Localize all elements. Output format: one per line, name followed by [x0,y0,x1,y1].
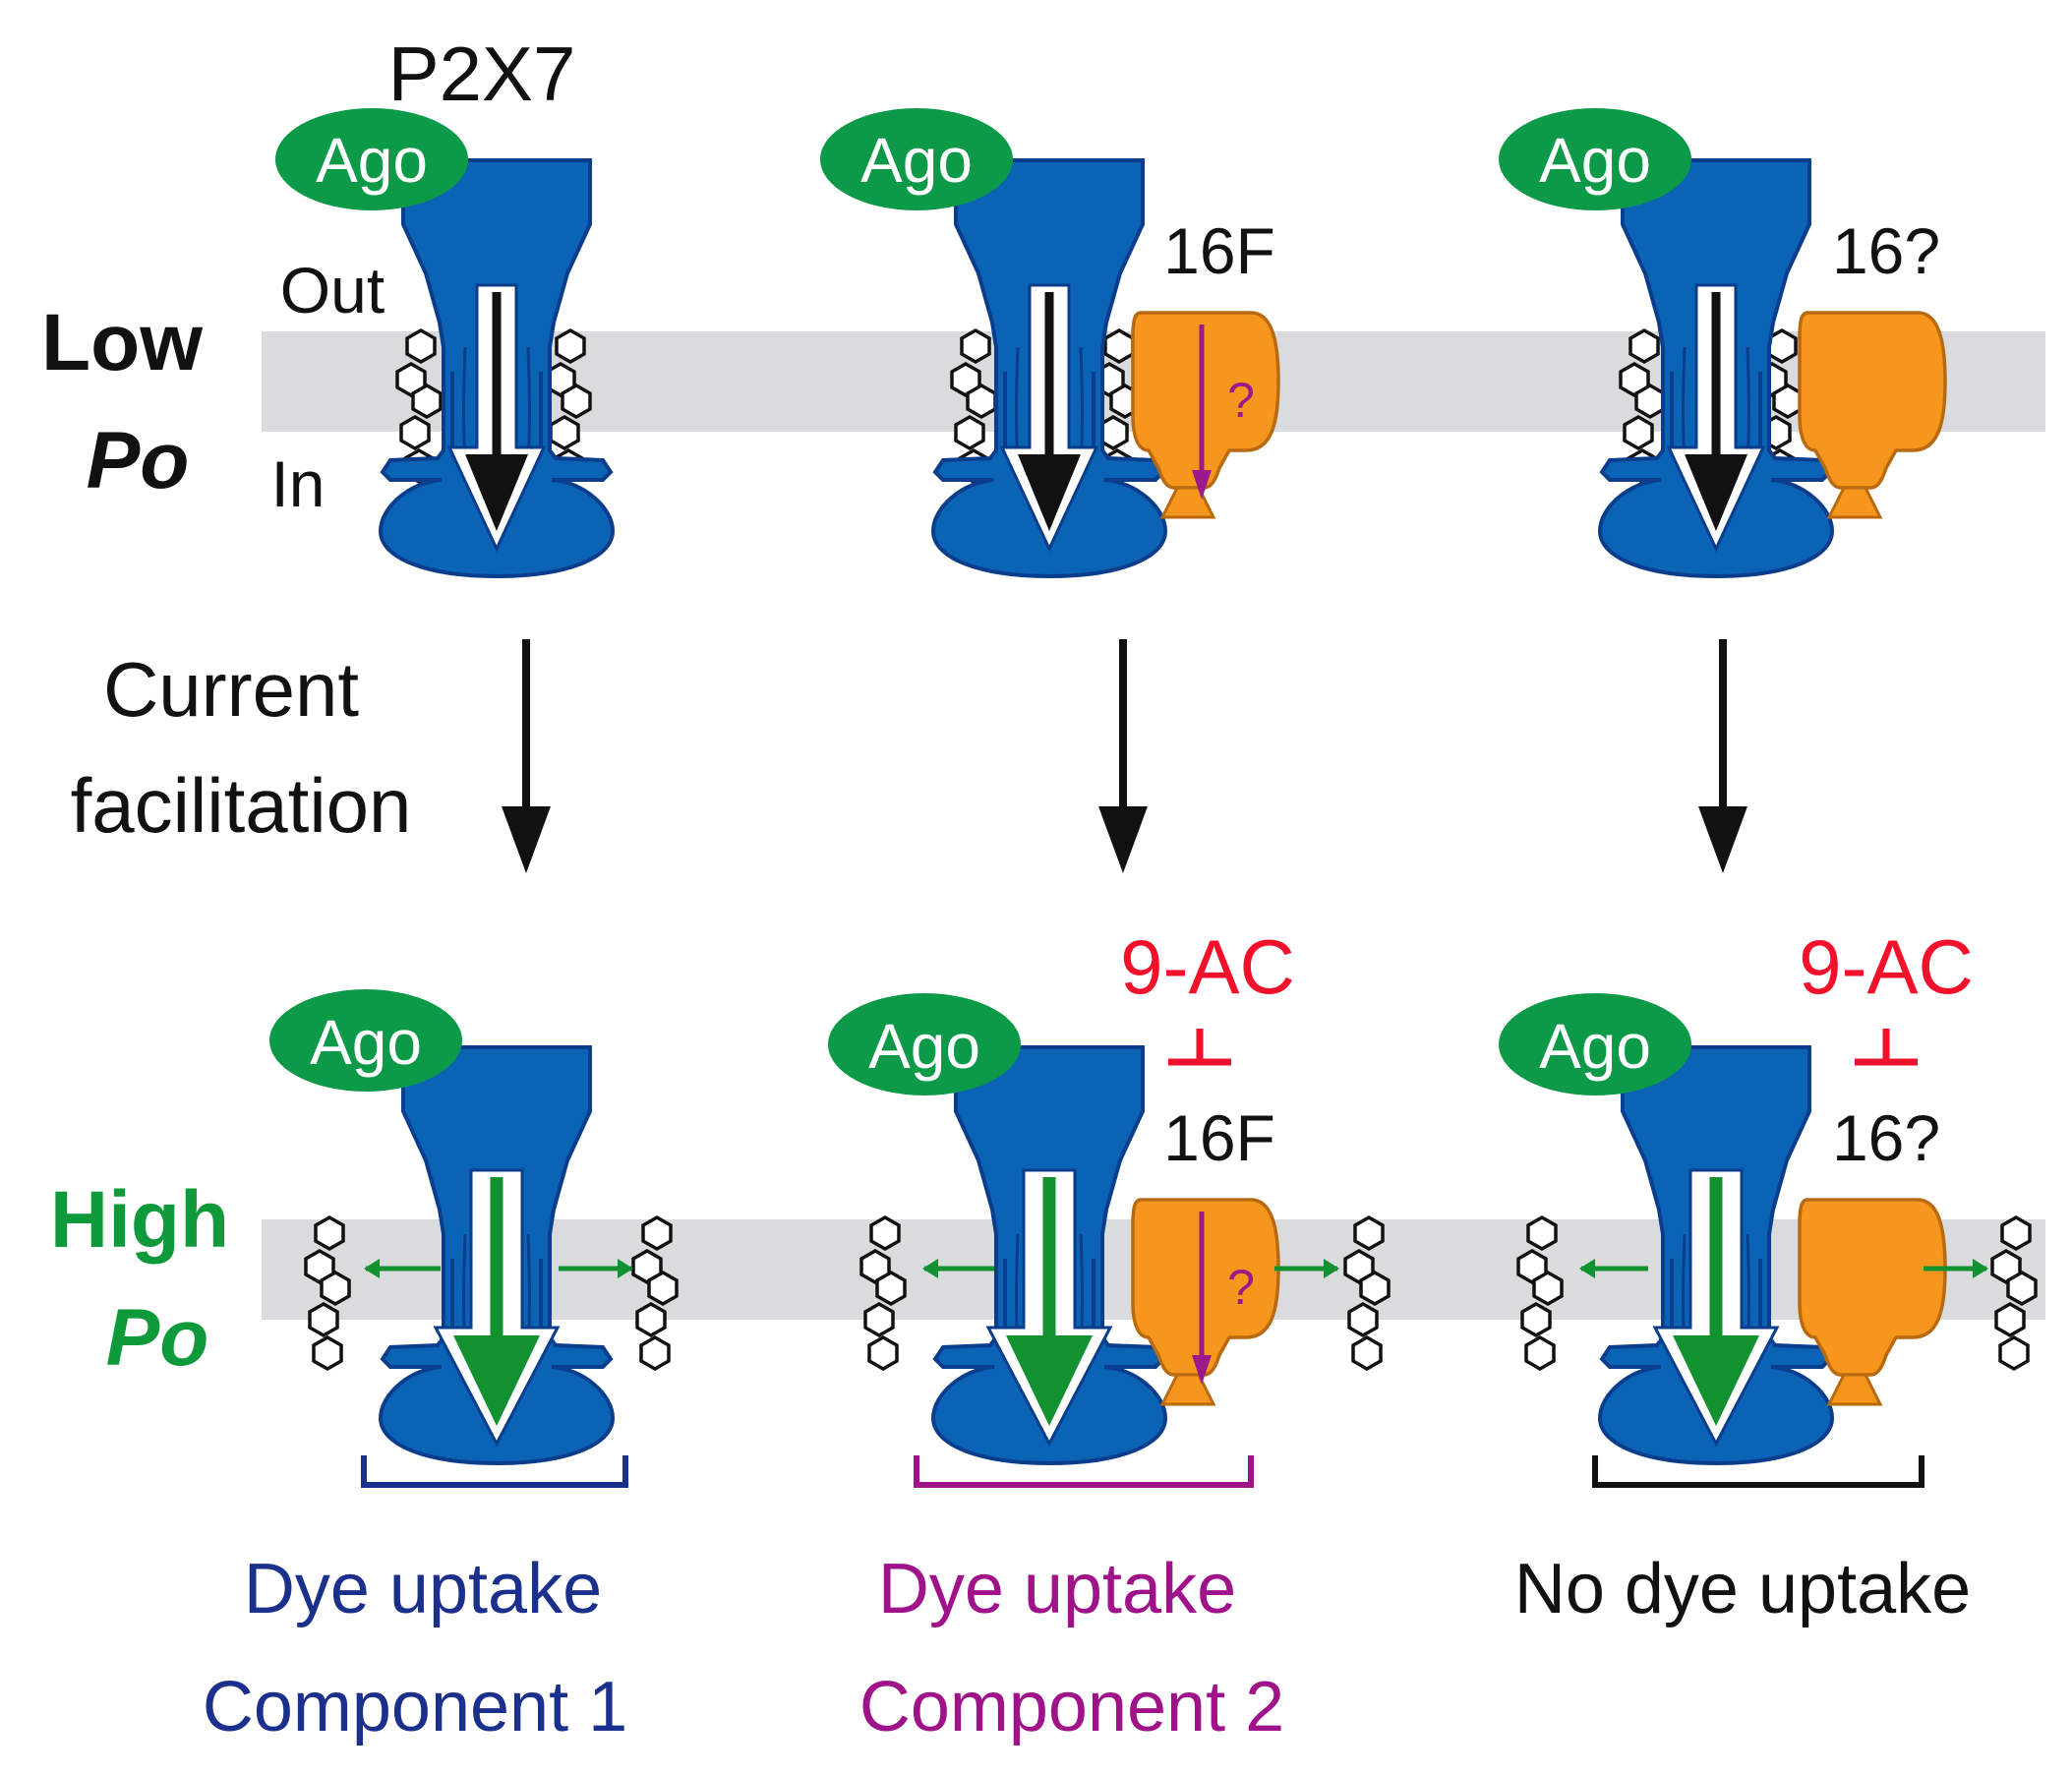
ago-label-1: Ago [316,125,428,196]
partner-label-16q-low: 16? [1832,214,1940,287]
unknown-path-mark-low: ? [1227,373,1255,428]
bracket-col2 [914,1455,1254,1488]
channel-col2-high [828,993,1391,1465]
inhibitor-label-col3: 9-AC [1799,923,1974,1010]
transition-label-line1: Current [103,646,359,733]
row-low-po [275,108,1947,578]
channel-col2-low [820,108,1280,578]
partner-label-16f-low: 16F [1163,214,1275,287]
transition-arrows [502,639,1747,873]
bracket-col1 [361,1455,628,1488]
outcome-col2-line2: Component 2 [859,1668,1284,1746]
channel-col3-high [1499,993,2038,1465]
row-high-po [269,989,2038,1465]
partner-16f-high [1131,1198,1280,1406]
transition-label-line2: facilitation [71,762,412,849]
label-po-high: Po [106,1293,209,1383]
unknown-path-mark-high: ? [1227,1260,1255,1315]
bracket-col3 [1592,1455,1924,1488]
outcome-col3-line1: No dye uptake [1514,1550,1971,1628]
inhibition-symbol-col3 [1855,1029,1918,1066]
label-out: Out [280,254,385,326]
label-low: Low [41,298,203,387]
ago-label-5: Ago [868,1011,980,1082]
inhibitor-label-col2: 9-AC [1120,923,1295,1010]
outcome-col1-line1: Dye uptake [244,1550,602,1628]
ago-label-2: Ago [860,125,973,196]
ago-label-3: Ago [1539,125,1651,196]
label-high: High [50,1175,229,1265]
partner-16q-low [1798,311,1947,519]
inhibition-symbol-col2 [1168,1029,1231,1066]
outcome-col2-line1: Dye uptake [878,1550,1236,1628]
partner-label-16q-high: 16? [1832,1101,1940,1174]
outcome-col1-line2: Component 1 [203,1668,627,1746]
partner-16q-high [1798,1198,1947,1406]
title-p2x7: P2X7 [388,30,576,117]
ago-label-4: Ago [310,1007,422,1078]
label-in: In [270,447,325,520]
channel-col1-high [269,989,679,1465]
partner-label-16f-high: 16F [1163,1101,1275,1174]
label-po-low: Po [87,416,190,505]
ago-label-6: Ago [1539,1011,1651,1082]
